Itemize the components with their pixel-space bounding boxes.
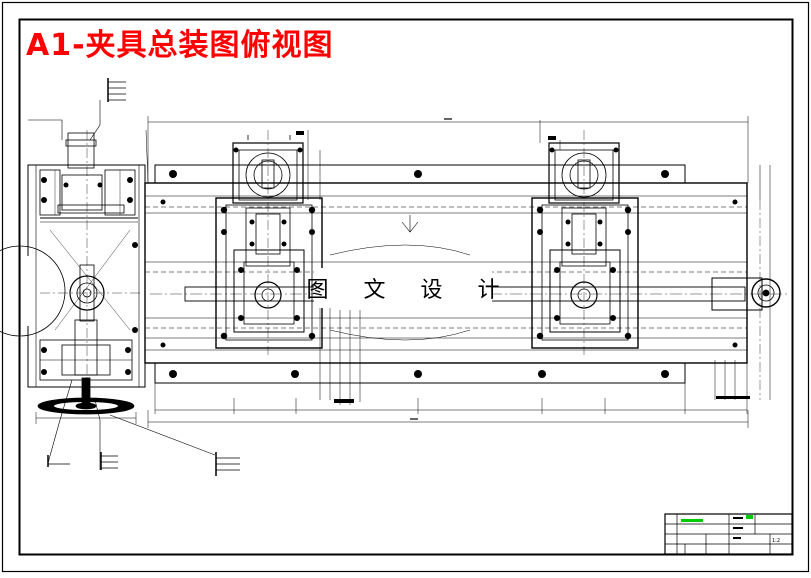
- fixture-unit-a: [215, 130, 323, 355]
- drawing-title: A1-夹具总装图俯视图: [26, 28, 334, 63]
- plan-view: [144, 116, 790, 428]
- title-block-highlight: [681, 519, 703, 522]
- scale-label: 1:2: [772, 538, 780, 544]
- watermark-box: 图 文 设 计: [307, 268, 500, 308]
- side-view: [0, 78, 240, 476]
- fixture-unit-b: [531, 130, 639, 355]
- watermark-text: 图 文 设 计: [306, 278, 514, 303]
- title-block: [664, 513, 793, 555]
